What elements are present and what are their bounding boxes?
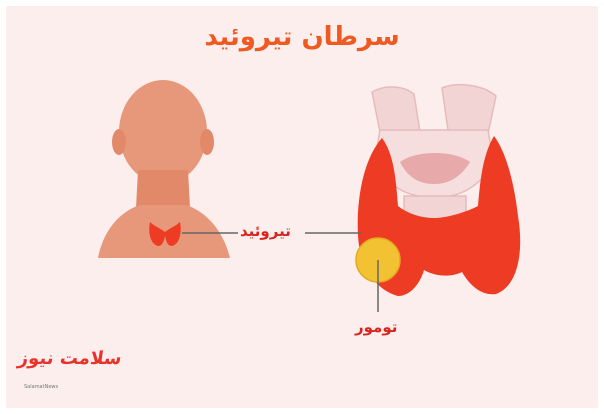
thyroid-gland bbox=[356, 85, 520, 296]
label-thyroid: تیروئید bbox=[240, 222, 291, 240]
neck bbox=[136, 170, 190, 208]
left-ear bbox=[112, 129, 126, 155]
logo-text: سلامت نیوز bbox=[17, 348, 124, 369]
label-tumor: تومور bbox=[355, 318, 397, 336]
right-ear bbox=[200, 129, 214, 155]
brand-logo: سلامت نیوز SalamatNews bbox=[18, 348, 118, 398]
head bbox=[119, 80, 207, 184]
cartilage-left bbox=[372, 87, 420, 132]
cartilage-right bbox=[442, 85, 496, 134]
human-figure bbox=[98, 80, 230, 258]
logo-subtext: SalamatNews bbox=[24, 384, 58, 390]
